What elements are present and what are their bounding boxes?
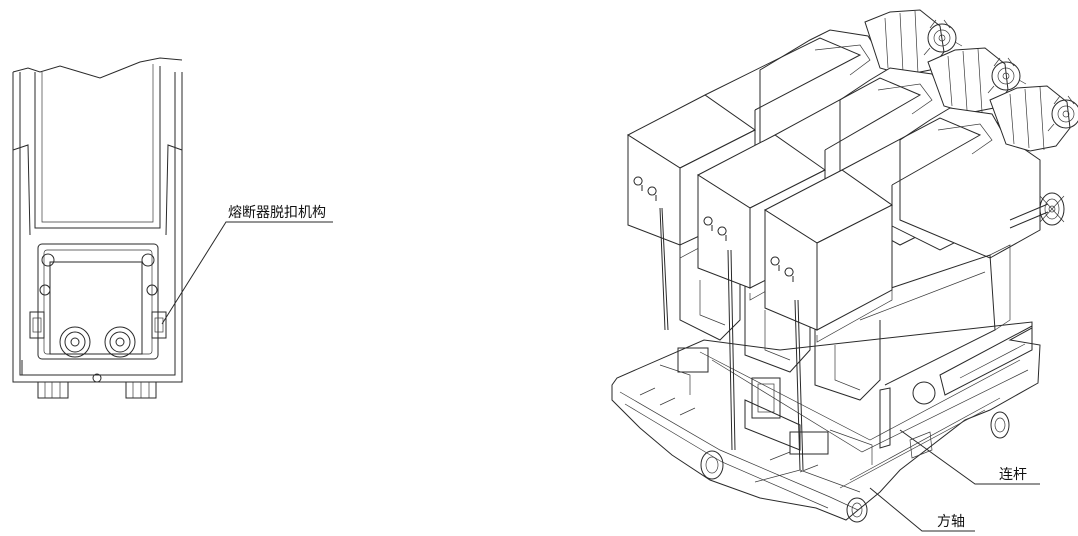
label-square-shaft: 方轴 bbox=[937, 514, 965, 530]
front-view-drawing bbox=[12, 57, 333, 399]
base-frame bbox=[611, 321, 1041, 523]
isometric-view-drawing bbox=[611, 9, 1078, 532]
pole-lower-housings bbox=[679, 192, 1065, 401]
label-link-rod: 连杆 bbox=[999, 467, 1027, 483]
label-fuse-trip-mechanism: 熔断器脱扣机构 bbox=[228, 205, 326, 221]
pole-1 bbox=[899, 85, 1078, 259]
leader-square-shaft bbox=[869, 487, 975, 532]
cover-boxes bbox=[626, 37, 982, 471]
leader-link-rod bbox=[899, 429, 1040, 485]
